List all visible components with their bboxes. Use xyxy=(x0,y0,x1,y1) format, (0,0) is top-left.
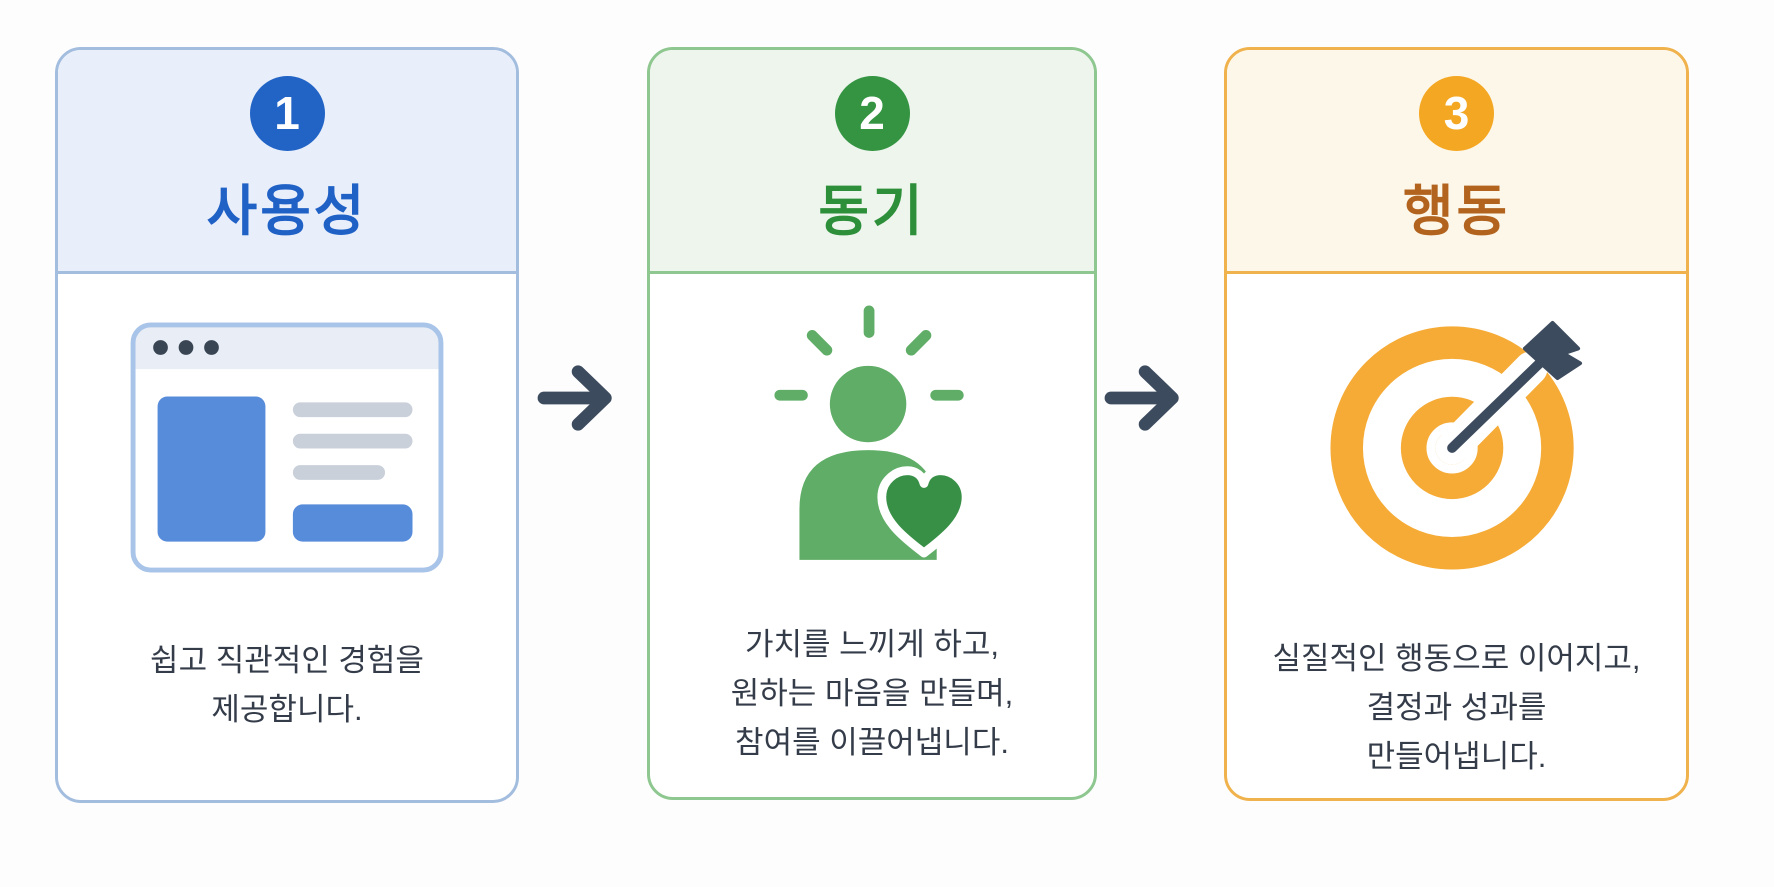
step-number-badge: 1 xyxy=(249,75,325,151)
description-line: 가치를 느끼게 하고, xyxy=(745,627,999,662)
step-body: 쉽고 직관적인 경험을 제공합니다. xyxy=(58,274,516,734)
description-line: 제공합니다. xyxy=(211,692,363,727)
step-description: 쉽고 직관적인 경험을 제공합니다. xyxy=(150,636,424,734)
step-number-badge: 3 xyxy=(1419,75,1494,151)
step-header: 3 행동 xyxy=(1227,50,1686,274)
step-card-usability: 1 사용성 쉽고 직관적인 경험을 제 xyxy=(55,47,519,803)
description-line: 참여를 이끌어냅니다. xyxy=(735,725,1009,760)
description-line: 실질적인 행동으로 이어지고, xyxy=(1272,641,1641,676)
target-arrow-icon xyxy=(1324,314,1590,576)
step-description: 실질적인 행동으로 이어지고, 결정과 성과를 만들어냅니다. xyxy=(1272,634,1640,781)
description-line: 결정과 성과를 xyxy=(1366,690,1547,725)
person-heart-graphic xyxy=(774,305,971,560)
step-header: 1 사용성 xyxy=(58,50,516,274)
step-title: 행동 xyxy=(1402,179,1511,242)
step-body: 가치를 느끼게 하고, 원하는 마음을 만들며, 참여를 이끌어냅니다. xyxy=(650,274,1094,767)
motivated-person-icon xyxy=(772,300,972,562)
description-line: 만들어냅니다. xyxy=(1366,739,1547,774)
step-body: 실질적인 행동으로 이어지고, 결정과 성과를 만들어냅니다. xyxy=(1227,274,1686,781)
target-dart-graphic xyxy=(1329,320,1582,570)
step-number-badge: 2 xyxy=(834,75,910,151)
browser-window-graphic xyxy=(130,321,444,573)
flow-arrow-icon xyxy=(1104,359,1192,442)
description-line: 쉽고 직관적인 경험을 xyxy=(150,643,424,678)
step-header: 2 동기 xyxy=(650,50,1094,274)
flow-arrow-icon xyxy=(537,359,625,442)
step-title: 사용성 xyxy=(206,179,368,242)
description-line: 원하는 마음을 만들며, xyxy=(730,676,1014,711)
step-description: 가치를 느끼게 하고, 원하는 마음을 만들며, 참여를 이끌어냅니다. xyxy=(731,620,1014,767)
step-title: 동기 xyxy=(818,179,926,242)
browser-window-icon xyxy=(130,316,444,578)
step-card-motivation: 2 동기 가치를 느끼게 하고, 원하는 마음을 만들며, 참여를 xyxy=(647,47,1097,800)
step-card-action: 3 행동 실질적인 행동으로 이어지고, 결정과 성과를 만들어냅니다. xyxy=(1224,47,1689,801)
